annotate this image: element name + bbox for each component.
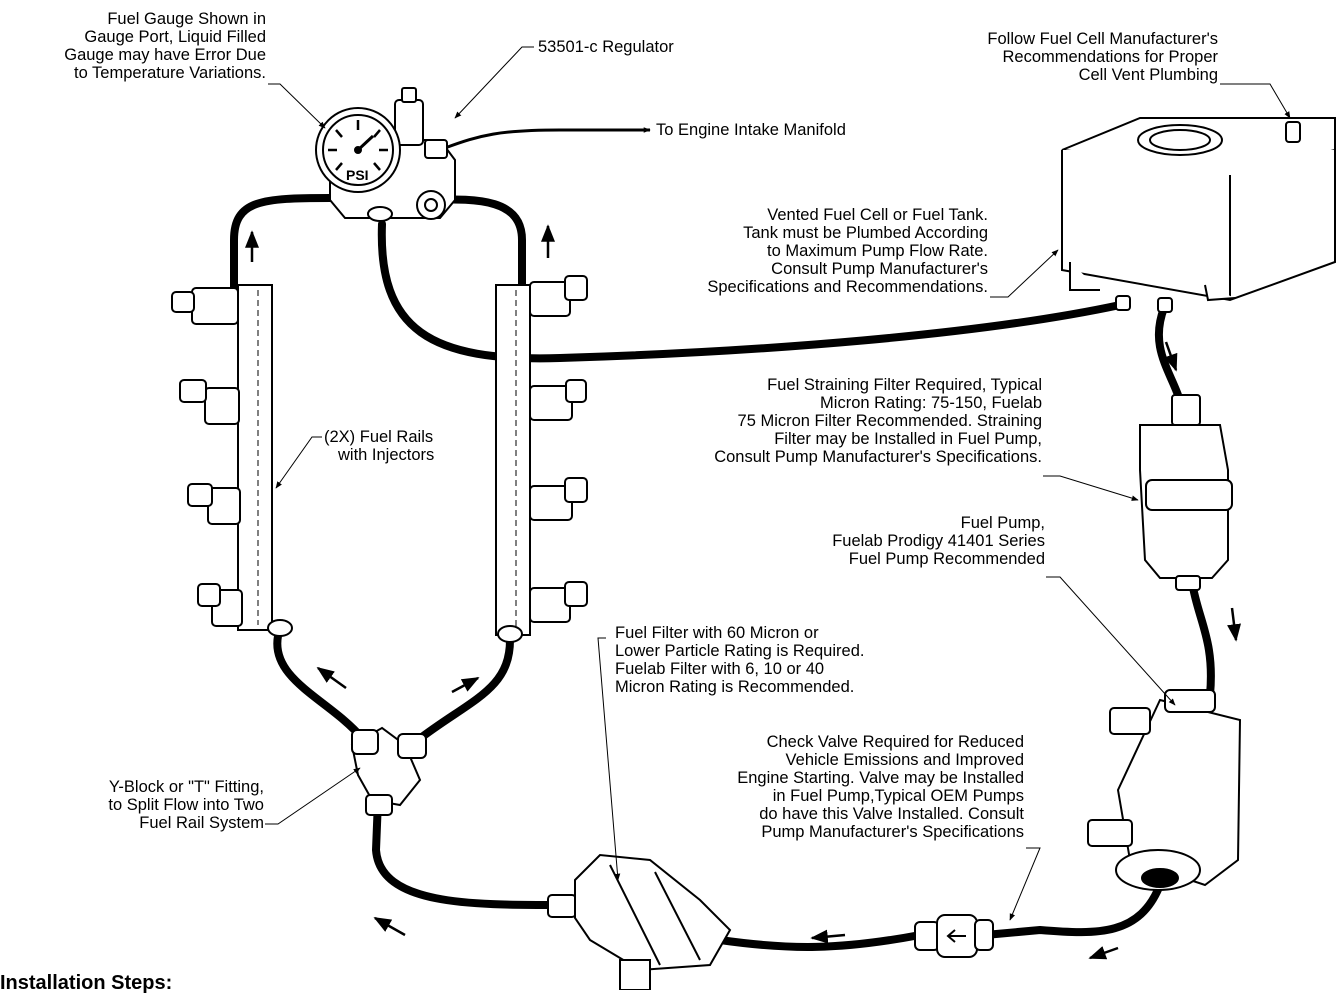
flow-arrow [812,935,845,938]
flow-arrow [1232,608,1236,640]
label-fuel-gauge: Fuel Gauge Shown in Gauge Port, Liquid F… [0,10,266,82]
leader-gauge [268,84,325,128]
label-intake-manifold: To Engine Intake Manifold [656,121,846,139]
label-line: Fuel Pump, [760,514,1045,532]
hose-pump-to-check [985,885,1160,935]
label-line: Vented Fuel Cell or Fuel Tank. [650,206,988,224]
label-line: in Fuel Pump,Typical OEM Pumps [620,787,1024,805]
injector [180,380,239,424]
hose-filter-to-yblock [376,800,558,905]
label-line: Lower Particle Rating is Required. [615,642,864,660]
label-line: Pump Manufacturer's Specifications [620,823,1024,841]
label-fuel-filter: Fuel Filter with 60 Micron or Lower Part… [615,624,864,696]
check-valve [915,915,993,957]
injector [530,478,587,520]
hose-yblock-right-rail [418,640,510,740]
label-line: Consult Pump Manufacturer's Specificatio… [620,448,1042,466]
label-regulator: 53501-c Regulator [538,38,674,56]
leader-vent [1220,84,1290,118]
injector [530,380,586,420]
label-line: Follow Fuel Cell Manufacturer's [880,30,1218,48]
flow-arrow [318,668,346,688]
label-y-block: Y-Block or "T" Fitting, to Split Flow in… [0,778,264,832]
leader-fuel-rails [276,437,322,488]
fuel-pump [1088,690,1240,890]
leader-regulator [455,47,534,118]
label-line: Gauge Port, Liquid Filled [0,28,266,46]
label-line: Specifications and Recommendations. [650,278,988,296]
label-line: Fuel Straining Filter Required, Typical [620,376,1042,394]
label-line: to Temperature Variations. [0,64,266,82]
label-straining-filter: Fuel Straining Filter Required, Typical … [620,376,1042,466]
label-line: Fuel Rail System [0,814,264,832]
label-line: Y-Block or "T" Fitting, [0,778,264,796]
regulator-assembly [316,88,455,221]
flow-arrow [375,918,405,935]
label-line: Fuelab Filter with 6, 10 or 40 [615,660,864,678]
hose-strainer-to-pump [1192,582,1211,695]
leader-check-valve [1010,848,1040,920]
label-line: to Maximum Pump Flow Rate. [650,242,988,260]
leader-strainer [1043,476,1138,500]
hose-regulator-left-rail [234,198,330,290]
injector [188,484,240,524]
label-line: Fuel Gauge Shown in [0,10,266,28]
gauge-face-text: PSI [346,167,369,183]
leader-pump [1046,577,1175,705]
label-line: Vehicle Emissions and Improved [620,751,1024,769]
injector [530,582,587,622]
label-line: 53501-c Regulator [538,38,674,56]
label-line: Filter may be Installed in Fuel Pump, [620,430,1042,448]
label-line: do have this Valve Installed. Consult [620,805,1024,823]
label-fuel-pump: Fuel Pump, Fuelab Prodigy 41401 Series F… [760,514,1045,568]
hose-yblock-left-rail [277,636,362,738]
flow-arrow [452,678,478,692]
fuel-cell [1062,118,1335,312]
label-line: Engine Starting. Valve may be Installed [620,769,1024,787]
label-line: Micron Rating: 75-150, Fuelab [620,394,1042,412]
label-line: to Split Flow into Two [0,796,264,814]
left-fuel-rail [172,285,292,636]
label-line: Consult Pump Manufacturer's [650,260,988,278]
label-line: Recommendations for Proper [880,48,1218,66]
label-line: (2X) Fuel Rails [324,428,434,446]
right-fuel-rail [496,276,587,642]
label-line: Fuel Pump Recommended [760,550,1045,568]
label-line: with Injectors [324,446,434,464]
fuel-filter [548,855,730,990]
label-line: To Engine Intake Manifold [656,121,846,139]
straining-filter [1140,395,1232,590]
label-line: Fuel Filter with 60 Micron or [615,624,864,642]
label-line: Gauge may have Error Due [0,46,266,64]
installation-steps-heading: Installation Steps: [0,972,172,994]
label-line: Cell Vent Plumbing [880,66,1218,84]
label-fuel-rails: (2X) Fuel Rails with Injectors [324,428,434,464]
label-check-valve: Check Valve Required for Reduced Vehicle… [620,733,1024,841]
label-vent-plumbing: Follow Fuel Cell Manufacturer's Recommen… [880,30,1218,84]
flow-arrows [252,226,1236,958]
injector [530,276,587,316]
label-fuel-cell: Vented Fuel Cell or Fuel Tank. Tank must… [650,206,988,296]
label-line: Micron Rating is Recommended. [615,678,864,696]
label-line: Fuelab Prodigy 41401 Series [760,532,1045,550]
label-line: 75 Micron Filter Recommended. Straining [620,412,1042,430]
vacuum-line [445,130,650,148]
injector [198,584,242,626]
flow-arrow [1090,948,1118,958]
leader-yblock [265,768,360,824]
label-line: Tank must be Plumbed According [650,224,988,242]
leader-fuel-cell [990,250,1058,297]
y-block [352,728,426,815]
injector [172,288,238,324]
label-line: Check Valve Required for Reduced [620,733,1024,751]
